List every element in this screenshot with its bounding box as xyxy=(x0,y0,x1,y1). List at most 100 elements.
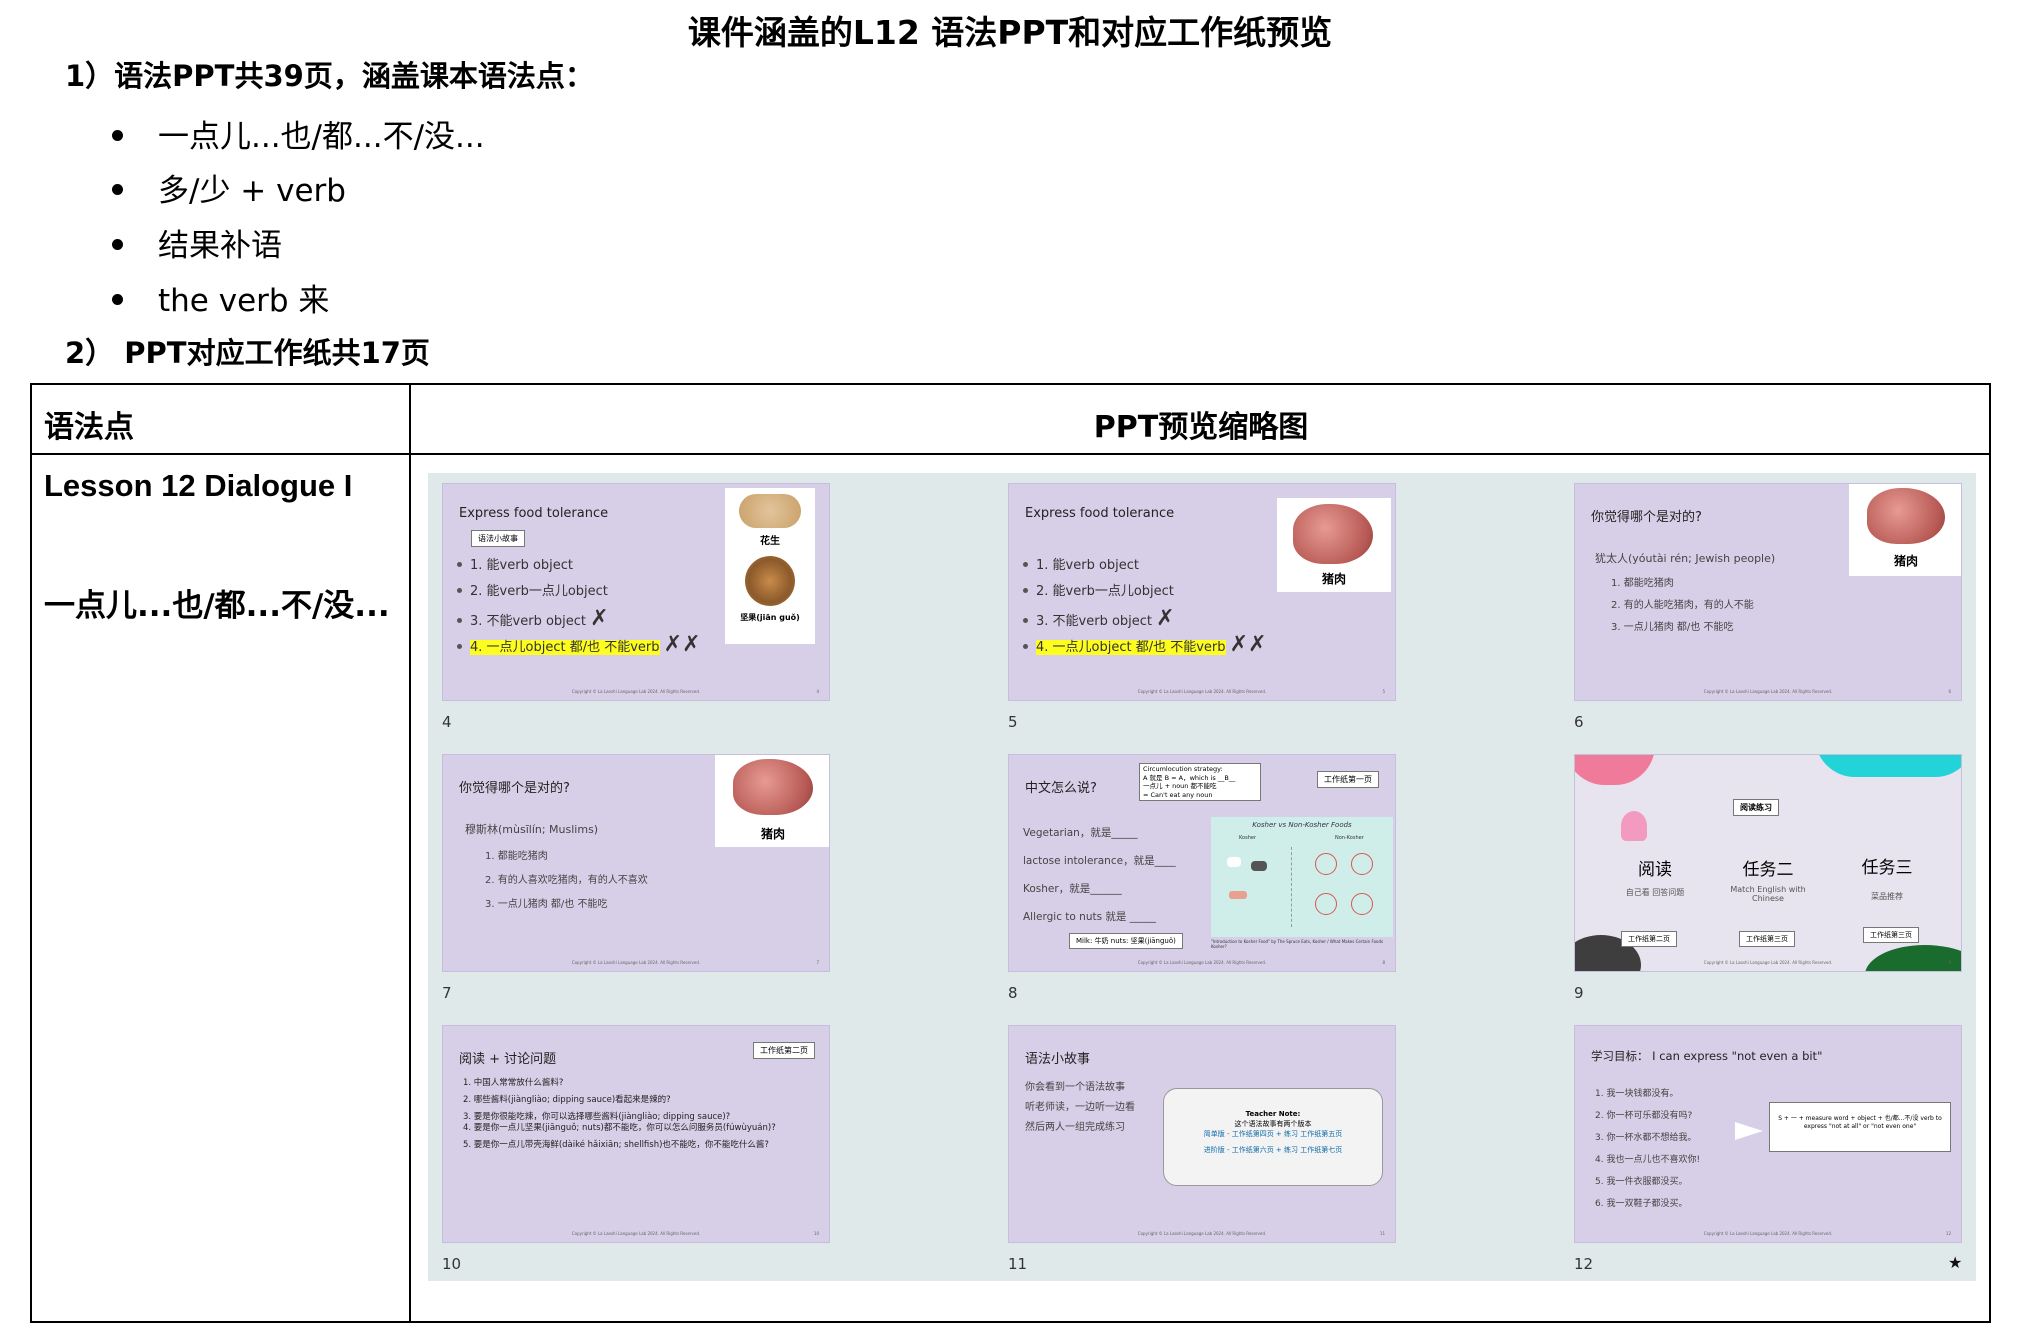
slide-thumbnail-12[interactable]: 学习目标： I can express "not even a bit" 1. … xyxy=(1574,1025,1962,1243)
cross-mark: ✗✗ xyxy=(1229,632,1267,657)
slide-item: 5. 我一件衣服都没买。 xyxy=(1595,1177,1688,1187)
worksheet-button: 工作纸第三页 xyxy=(1739,931,1795,947)
question-list: 1. 中国人常常放什么酱料? 2. 哪些酱料(jiàngliào; dippin… xyxy=(463,1078,776,1150)
slide-title: 语法小故事 xyxy=(1025,1052,1091,1067)
table-column-divider xyxy=(409,383,411,1323)
star-icon: ★ xyxy=(1948,1253,1963,1272)
slide-item: 3. 不能verb object ✗ xyxy=(457,606,609,631)
slide-item: Kosher，就是______ xyxy=(1023,883,1122,895)
teacher-note-box: Teacher Note: 这个语法故事有两个版本 简单版 - 工作纸第四页 +… xyxy=(1163,1088,1383,1186)
task-subtitle: 菜品推荐 xyxy=(1871,892,1903,901)
document-title: 课件涵盖的L12 语法PPT和对应工作纸预览 xyxy=(687,13,1333,52)
cupcake-icon xyxy=(1621,811,1647,841)
worksheet-button: 工作纸第二页 xyxy=(1621,931,1677,947)
teal-cloud-decor xyxy=(1815,755,1961,777)
pink-cloud-decor xyxy=(1575,755,1655,785)
slide-number: 4 xyxy=(442,713,452,731)
peanut-nut-image: 花生 坚果(jiān guǒ) xyxy=(725,488,815,644)
slide-number: 12 xyxy=(1574,1255,1594,1273)
grammar-rule-box: S + 一 + measure word + object + 也/都...不/… xyxy=(1769,1102,1951,1152)
slide-thumbnail-8[interactable]: 中文怎么说? Circumlocution strategy:A 就是 B = … xyxy=(1008,754,1396,972)
slide-number: 7 xyxy=(442,984,452,1002)
slide-item: 6. 我一双鞋子都没买。 xyxy=(1595,1199,1688,1209)
slide-title: 中文怎么说? xyxy=(1025,781,1097,796)
slide-item: lactose intolerance，就是____ xyxy=(1023,855,1176,867)
slide-title: Express food tolerance xyxy=(459,506,609,521)
task-subtitle: Match English with Chinese xyxy=(1730,885,1806,903)
slide-item: 3. 不能verb object ✗ xyxy=(1023,606,1175,631)
slide-item: 2. 能verb一点儿object xyxy=(457,580,608,599)
slide-item: 2. 有的人能吃猪肉，有的人不能 xyxy=(1611,600,1754,611)
slide-number: 10 xyxy=(442,1255,462,1273)
cross-mark: ✗ xyxy=(590,606,609,631)
image-caption: "Introduction to Kosher Food" by The Spr… xyxy=(1211,939,1384,949)
slide-number: 5 xyxy=(1008,713,1018,731)
slide-thumbnail-grid: Express food tolerance 语法小故事 1. 能verb ob… xyxy=(428,473,1976,1281)
slide-thumbnail-11[interactable]: 语法小故事 你会看到一个语法故事 听老师读，一边听一边看 然后两人一组完成练习 … xyxy=(1008,1025,1396,1243)
bullet-item: 一点儿...也/都...不/没... xyxy=(112,111,485,156)
slide-item: 2. 你一杯可乐都没有吗? xyxy=(1595,1111,1693,1121)
slide-title: 你觉得哪个是对的? xyxy=(459,781,570,796)
table-header-grammar: 语法点 xyxy=(44,410,134,445)
slide-item: 听老师读，一边听一边看 xyxy=(1025,1102,1135,1113)
pork-image: 猪肉 xyxy=(715,755,829,847)
pork-image: 猪肉 xyxy=(1849,484,1961,576)
table-header-divider xyxy=(30,453,1991,455)
arrow-icon xyxy=(1735,1122,1763,1140)
green-hill-decor xyxy=(1865,945,1961,971)
section-heading-ppt: 1）语法PPT共39页，涵盖课本语法点： xyxy=(65,59,594,93)
slide-subtitle: 穆斯林(mùsīlín; Muslims) xyxy=(465,823,599,836)
slide-tag: 语法小故事 xyxy=(471,530,525,547)
vocab-hint: Milk: 牛奶 nuts: 坚果(jiānguǒ) xyxy=(1069,933,1183,949)
bullet-item: the verb 来 xyxy=(112,275,329,320)
worksheet-button: 工作纸第三页 xyxy=(1863,927,1919,943)
slide-thumbnail-7[interactable]: 你觉得哪个是对的? 穆斯林(mùsīlín; Muslims) 1. 都能吃猪肉… xyxy=(442,754,830,972)
lesson-label: Lesson 12 Dialogue I xyxy=(44,468,353,503)
slide-item: Allergic to nuts 就是 _____ xyxy=(1023,911,1157,923)
slide-title: Express food tolerance xyxy=(1025,506,1175,521)
slide-title: 阅读 + 讨论问题 xyxy=(459,1052,557,1067)
slide-thumbnail-9[interactable]: 阅读练习 阅读 自己看 回答问题 工作纸第二页 任务二 Match Englis… xyxy=(1574,754,1962,972)
slide-thumbnail-4[interactable]: Express food tolerance 语法小故事 1. 能verb ob… xyxy=(442,483,830,701)
worksheet-button: 工作纸第一页 xyxy=(1317,771,1379,788)
slide-item: 1. 都能吃猪肉 xyxy=(485,851,548,862)
pork-image: 猪肉 xyxy=(1277,498,1391,592)
task-subtitle: 自己看 回答问题 xyxy=(1625,888,1685,897)
bullet-item: 结果补语 xyxy=(112,220,282,265)
slide-thumbnail-6[interactable]: 你觉得哪个是对的? 犹太人(yóutài rén; Jewish people)… xyxy=(1574,483,1962,701)
cross-mark: ✗✗ xyxy=(663,632,701,657)
kosher-chart-image: Kosher vs Non-Kosher Foods Kosher Non-Ko… xyxy=(1211,817,1393,937)
slide-number: 6 xyxy=(1574,713,1584,731)
slide-item: 3. 一点儿猪肉 都/也 不能吃 xyxy=(485,899,608,910)
strategy-note: Circumlocution strategy:A 就是 B = A，which… xyxy=(1139,763,1261,801)
reading-practice-label: 阅读练习 xyxy=(1733,799,1779,816)
cross-mark: ✗ xyxy=(1156,606,1175,631)
slide-number: 9 xyxy=(1574,984,1584,1002)
slide-item: 3. 一点儿猪肉 都/也 不能吃 xyxy=(1611,622,1734,633)
slide-thumbnail-5[interactable]: Express food tolerance 1. 能verb object 2… xyxy=(1008,483,1396,701)
slide-item: 1. 能verb object xyxy=(457,554,573,573)
worksheet-button: 工作纸第二页 xyxy=(753,1042,815,1059)
slide-item: 2. 能verb一点儿object xyxy=(1023,580,1174,599)
slide-item: 你会看到一个语法故事 xyxy=(1025,1082,1125,1093)
slide-item: 1. 能verb object xyxy=(1023,554,1139,573)
slide-item: Vegetarian，就是_____ xyxy=(1023,827,1138,839)
slide-thumbnail-10[interactable]: 阅读 + 讨论问题 工作纸第二页 1. 中国人常常放什么酱料? 2. 哪些酱料(… xyxy=(442,1025,830,1243)
slide-subtitle: 犹太人(yóutài rén; Jewish people) xyxy=(1595,552,1776,565)
table-header-preview: PPT预览缩略图 xyxy=(1093,410,1309,445)
slide-number: 11 xyxy=(1008,1255,1028,1273)
slide-title: 你觉得哪个是对的? xyxy=(1591,510,1702,525)
slide-item: 然后两人一组完成练习 xyxy=(1025,1122,1125,1133)
grammar-point-label: 一点儿...也/都...不/没... xyxy=(44,588,390,624)
slide-title: 学习目标： I can express "not even a bit" xyxy=(1591,1049,1823,1063)
slide-item: 1. 都能吃猪肉 xyxy=(1611,578,1674,589)
task-title: 阅读 xyxy=(1638,860,1672,880)
slide-item: 4. 一点儿object 都/也 不能verb ✗✗ xyxy=(457,632,701,657)
slide-item: 3. 你一杯水都不想给我。 xyxy=(1595,1133,1697,1143)
slide-item: 1. 我一块钱都没有。 xyxy=(1595,1089,1679,1099)
slide-item: 4. 一点儿object 都/也 不能verb ✗✗ xyxy=(1023,632,1267,657)
slide-item: 4. 我也一点儿也不喜欢你! xyxy=(1595,1155,1701,1165)
slide-item: 2. 有的人喜欢吃猪肉，有的人不喜欢 xyxy=(485,875,648,886)
task-title: 任务二 xyxy=(1742,860,1794,880)
bullet-item: 多/少 + verb xyxy=(112,165,346,210)
